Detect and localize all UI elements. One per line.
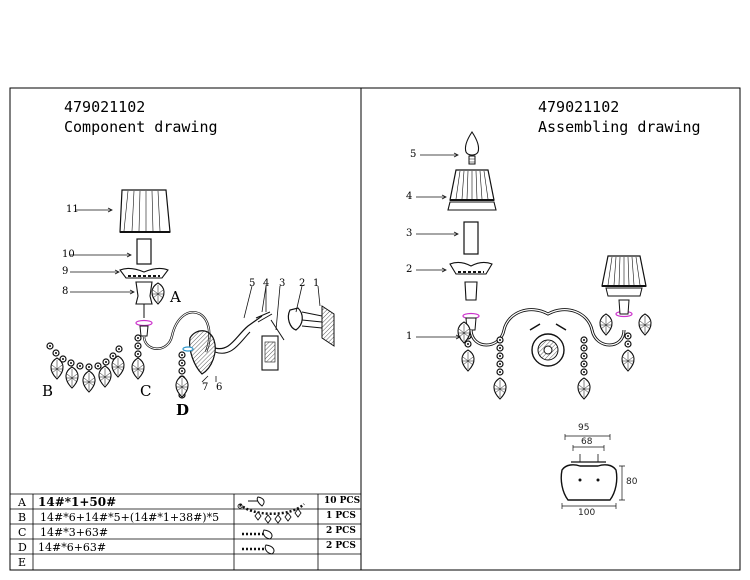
component-code: 479021102 (64, 98, 146, 116)
assembly-callout-4: 4 (406, 191, 413, 202)
dim-80: 80 (626, 477, 638, 487)
assembly-shade (449, 169, 495, 201)
shade-band (447, 201, 497, 211)
parts-table-grid (10, 493, 361, 570)
callout-5: 5 (249, 278, 256, 289)
assembly-leader-lines (416, 152, 461, 340)
assembled-sconce (462, 255, 647, 367)
callout-3: 3 (279, 278, 286, 289)
table-key-b: B (18, 511, 27, 524)
wall-bracket (287, 305, 335, 347)
assembly-socket (464, 281, 478, 301)
crystal-drop-d (175, 375, 189, 398)
callout-1: 1 (313, 278, 320, 289)
assembly-callout-3: 3 (406, 228, 413, 239)
dim-100: 100 (578, 508, 596, 518)
table-qty-d: 2 PCS (326, 541, 356, 551)
table-row-d-icon (242, 544, 275, 555)
table-key-e: E (18, 556, 27, 569)
component-shade (119, 189, 171, 233)
assembly-frame (360, 87, 741, 571)
table-spec-b: 14#*6+14#*5+(14#*1+38#)*5 (40, 511, 220, 524)
arm-assembly (135, 311, 216, 375)
part-letter-a: A (170, 288, 181, 306)
table-qty-a: 10 PCS (324, 496, 361, 506)
table-row-a-icon (248, 496, 265, 507)
callout-4: 4 (263, 278, 270, 289)
wiring-parts (214, 311, 285, 371)
crystal-drop-a (151, 282, 165, 305)
assembly-tube (463, 221, 479, 255)
assembly-callout-2: 2 (406, 264, 413, 275)
dim-68: 68 (581, 437, 593, 447)
part-letter-b: B (42, 382, 54, 400)
table-key-a: A (18, 496, 26, 509)
dim-95: 95 (578, 423, 590, 433)
part-letter-c: C (140, 382, 152, 400)
garland-b (46, 342, 125, 393)
bobeche-cup (119, 267, 169, 279)
component-leader-lines (70, 207, 321, 383)
callout-2: 2 (299, 278, 306, 289)
candle-tube (136, 238, 152, 265)
table-row-b-icon (237, 503, 305, 524)
assembly-bobeche (449, 261, 493, 275)
assembly-code: 479021102 (538, 98, 620, 116)
callout-8: 8 (62, 286, 69, 297)
assembly-callout-1: 1 (406, 331, 413, 342)
table-key-c: C (18, 526, 27, 539)
table-spec-c: 14#*3+63# (40, 526, 109, 539)
part-letter-d: D (176, 401, 190, 419)
callout-6: 6 (216, 382, 223, 393)
callout-11: 11 (66, 204, 79, 215)
table-spec-d: 14#*6+63# (38, 541, 107, 554)
assembly-callout-5: 5 (410, 149, 417, 160)
table-key-d: D (18, 541, 27, 554)
callout-7: 7 (202, 382, 209, 393)
table-spec-a: 14#*1+50# (38, 495, 117, 509)
table-qty-c: 2 PCS (326, 526, 356, 536)
table-qty-b: 1 PCS (326, 511, 356, 521)
callout-9: 9 (62, 266, 69, 277)
component-subtitle: Component drawing (64, 118, 218, 136)
assembly-subtitle: Assembling drawing (538, 118, 701, 136)
table-row-c-icon (242, 529, 273, 540)
mounting-plate-dimensions (560, 434, 625, 509)
bulb (464, 131, 480, 165)
callout-10: 10 (62, 249, 75, 260)
